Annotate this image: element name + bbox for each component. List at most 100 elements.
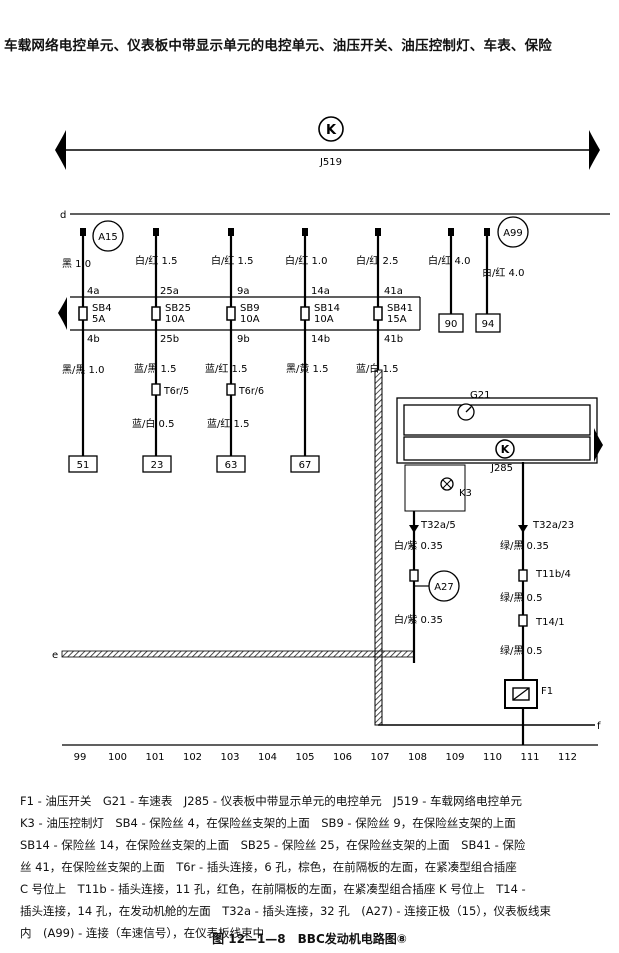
svg-text:67: 67 bbox=[299, 460, 312, 471]
scale-tick-label: 108 bbox=[408, 752, 427, 763]
svg-text:A99: A99 bbox=[503, 228, 523, 239]
wire-label: 白/红 1.5 bbox=[211, 254, 253, 267]
svg-text:SB9: SB9 bbox=[240, 303, 260, 314]
f1-label: F1 bbox=[541, 686, 553, 697]
svg-text:K: K bbox=[501, 443, 510, 456]
svg-text:41b: 41b bbox=[384, 334, 403, 345]
wire-label: 蓝/白 1.5 bbox=[356, 362, 398, 375]
wire-label: 黑/黑 1.0 bbox=[62, 364, 104, 376]
svg-text:63: 63 bbox=[225, 460, 238, 471]
svg-text:白/紫 0.35: 白/紫 0.35 bbox=[394, 539, 443, 552]
svg-text:41a: 41a bbox=[384, 286, 403, 297]
fuse-holder bbox=[58, 296, 421, 331]
legend-line: 插头连接，14 孔，在发动机舱的左面 T32a - 插头连接，32 孔 (A27… bbox=[20, 904, 552, 918]
scale-tick-label: 107 bbox=[370, 752, 389, 763]
fuse-sb9: 9a SB9 10A 9b bbox=[226, 286, 260, 345]
page-title: 车载网络电控单元、仪表板中带显示单元的电控单元、油压开关、油压控制灯、车表、保险 bbox=[4, 38, 552, 54]
svg-text:14b: 14b bbox=[311, 334, 330, 345]
svg-text:9b: 9b bbox=[237, 334, 250, 345]
connector-a27: A27 bbox=[414, 570, 460, 602]
svg-text:15A: 15A bbox=[387, 314, 407, 325]
svg-text:10A: 10A bbox=[165, 314, 185, 325]
svg-text:SB14: SB14 bbox=[314, 303, 340, 314]
svg-text:T6r/5: T6r/5 bbox=[163, 386, 189, 397]
svg-text:23: 23 bbox=[151, 460, 164, 471]
connector-a99: A99 bbox=[497, 216, 529, 248]
wires-upper bbox=[81, 228, 489, 456]
svg-text:f: f bbox=[597, 721, 601, 732]
svg-text:51: 51 bbox=[77, 460, 90, 471]
fuses: 4a SB4 5A 4b 25a SB25 10A 25b 9a SB9 10A… bbox=[78, 286, 413, 345]
wire-label: 白/红 1.5 bbox=[135, 254, 177, 267]
wire-labels-right: T32a/5 T32a/23 白/紫 0.35 绿/黑 0.35 T11b/4 … bbox=[394, 520, 574, 657]
svg-text:4a: 4a bbox=[87, 286, 100, 297]
wire-label: 蓝/黑 1.5 bbox=[134, 363, 176, 375]
scale-tick-label: 101 bbox=[145, 752, 164, 763]
svg-text:90: 90 bbox=[445, 319, 458, 330]
svg-text:T32a/23: T32a/23 bbox=[532, 520, 574, 531]
fuse-sb41: 41a SB41 15A 41b bbox=[373, 286, 413, 345]
svg-text:10A: 10A bbox=[240, 314, 260, 325]
wire-label: 蓝/红 1.5 bbox=[207, 417, 249, 430]
svg-text:绿/黑 0.5: 绿/黑 0.5 bbox=[500, 644, 542, 657]
wire-labels-top: 黑 1.0 白/红 1.5 白/红 1.5 白/红 1.0 白/红 2.5 白/… bbox=[62, 254, 524, 279]
svg-text:4b: 4b bbox=[87, 334, 100, 345]
control-unit-k-icon bbox=[495, 439, 515, 459]
wire-label: 白/红 4.0 bbox=[428, 254, 470, 267]
wire-label: 蓝/白 0.5 bbox=[132, 417, 174, 430]
j519-label: J519 bbox=[319, 157, 342, 168]
svg-text:25b: 25b bbox=[160, 334, 179, 345]
svg-text:14a: 14a bbox=[311, 286, 330, 297]
scale-tick-label: 109 bbox=[445, 752, 464, 763]
wire-start-markers bbox=[80, 228, 490, 236]
fuse-sb25: 25a SB25 10A 25b bbox=[151, 286, 191, 345]
svg-text:5A: 5A bbox=[92, 314, 105, 325]
scale-tick-label: 110 bbox=[483, 752, 502, 763]
j285-label: J285 bbox=[490, 463, 513, 474]
svg-text:白/紫 0.35: 白/紫 0.35 bbox=[394, 613, 443, 626]
wire-label: 白/红 2.5 bbox=[356, 254, 398, 267]
g21-speedometer bbox=[403, 404, 591, 436]
svg-text:94: 94 bbox=[482, 319, 495, 330]
scale-tick-label: 99 bbox=[74, 752, 87, 763]
legend-line: F1 - 油压开关 G21 - 车速表 J285 - 仪表板中带显示单元的电控单… bbox=[20, 794, 522, 808]
wire-labels-bottom: 黑/黑 1.0 蓝/黑 1.5 蓝/红 1.5 黑/黄 1.5 蓝/白 1.5 bbox=[62, 362, 398, 376]
svg-text:SB41: SB41 bbox=[387, 303, 413, 314]
svg-text:25a: 25a bbox=[160, 286, 179, 297]
scale-tick-label: 112 bbox=[558, 752, 577, 763]
legend-line: C 号位上 T11b - 插头连接，11 孔，红色，在前隔板的左面，在紧凑型组合… bbox=[20, 882, 526, 896]
svg-text:T14/1: T14/1 bbox=[535, 617, 565, 628]
rail-d: d bbox=[60, 210, 610, 221]
fuse-sb14: 14a SB14 10A 14b bbox=[300, 286, 340, 345]
svg-text:T11b/4: T11b/4 bbox=[535, 569, 571, 580]
rail-f: f bbox=[378, 721, 601, 732]
scale-tick-label: 103 bbox=[220, 752, 239, 763]
wire-label: 黑 1.0 bbox=[62, 258, 91, 270]
svg-text:SB25: SB25 bbox=[165, 303, 191, 314]
connector-a15: A15 bbox=[92, 220, 124, 252]
svg-text:e: e bbox=[52, 650, 58, 661]
svg-text:10A: 10A bbox=[314, 314, 334, 325]
svg-text:绿/黑 0.5: 绿/黑 0.5 bbox=[500, 591, 542, 604]
legend-line: K3 - 油压控制灯 SB4 - 保险丝 4，在保险丝支架的上面 SB9 - 保… bbox=[20, 816, 516, 830]
instrument-cluster: G21 K J285 K3 bbox=[396, 390, 603, 512]
svg-text:T6r/6: T6r/6 bbox=[238, 386, 264, 397]
scale-tick-label: 104 bbox=[258, 752, 277, 763]
svg-text:K: K bbox=[326, 123, 337, 138]
k3-label: K3 bbox=[459, 488, 472, 499]
fuse-sb4: 4a SB4 5A 4b bbox=[78, 286, 112, 345]
legend: F1 - 油压开关 G21 - 车速表 J285 - 仪表板中带显示单元的电控单… bbox=[20, 790, 616, 944]
wire-41b-hatched bbox=[374, 369, 383, 726]
wire-label: 蓝/红 1.5 bbox=[205, 362, 247, 375]
control-unit-k-icon bbox=[318, 116, 344, 142]
legend-line: SB14 - 保险丝 14，在保险丝支架的上面 SB25 - 保险丝 25，在保… bbox=[20, 838, 526, 852]
svg-text:d: d bbox=[60, 210, 66, 221]
scale-tick-label: 100 bbox=[108, 752, 127, 763]
scale-tick-label: 102 bbox=[183, 752, 202, 763]
plug-connectors: T6r/5 T6r/6 bbox=[151, 383, 264, 397]
wire-label: 白/红 4.0 bbox=[482, 266, 524, 279]
ref-boxes-right: 90 94 bbox=[438, 313, 501, 333]
j519-module: K J519 bbox=[55, 116, 600, 170]
